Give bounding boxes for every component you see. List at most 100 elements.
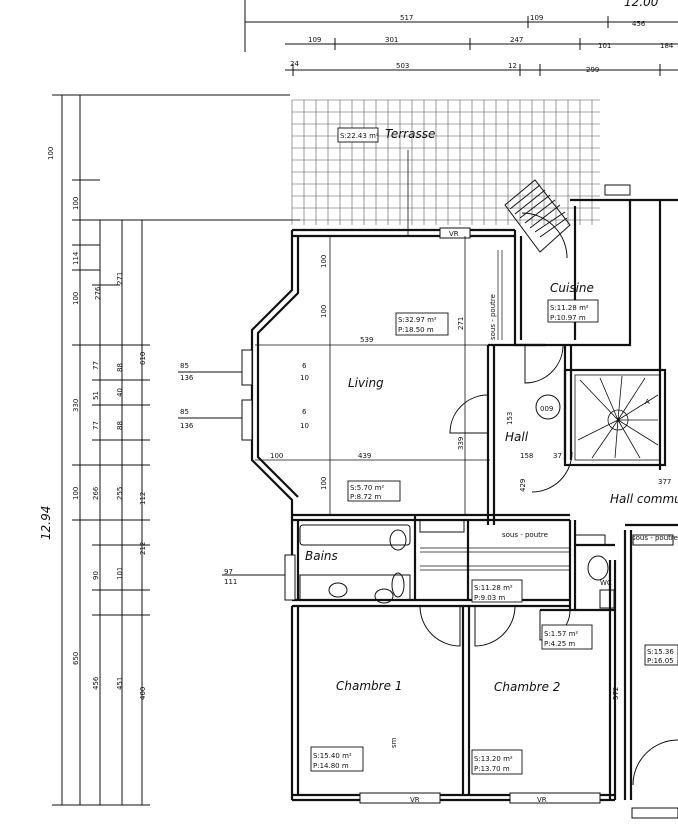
dim-10b: 10 — [300, 422, 309, 430]
dim-6b: 6 — [302, 408, 307, 416]
room-name-living: Living — [348, 376, 384, 390]
perimeter-bains: P:9.03 m — [474, 594, 505, 602]
dim-left-100d: 100 — [72, 487, 80, 500]
dim-left-112: 112 — [139, 492, 147, 505]
dim-111: 111 — [224, 578, 237, 586]
stair-letter: A — [645, 398, 650, 406]
perimeter-wc: P:4.25 m — [544, 640, 575, 648]
dim-left-456: 456 — [92, 676, 100, 690]
perimeter-living: P:18.50 m — [398, 326, 434, 334]
room-name-terrasse: Terrasse — [385, 127, 435, 141]
dim-left-255: 255 — [116, 487, 124, 500]
dim-429: 429 — [519, 479, 527, 492]
vr-label-3: VR — [537, 796, 547, 804]
dim-left-90: 90 — [92, 571, 100, 580]
dim-left-212: 212 — [139, 542, 147, 555]
top-dimensions — [244, 0, 678, 76]
perimeter-hall: P:8.72 m — [350, 493, 381, 501]
windows — [241, 184, 678, 819]
stair-tag-circle — [535, 394, 561, 420]
room-name-bains: Bains — [305, 549, 338, 563]
dim-100-d: 100 — [320, 477, 328, 490]
dim-97: 97 — [224, 568, 233, 576]
room-name-hall-commun: Hall commun — [610, 492, 678, 506]
sm-mark: sm — [390, 737, 398, 748]
dim-left-100b: 100 — [72, 197, 80, 210]
dim-top-184: 184 — [660, 42, 674, 50]
dim-top-24: 24 — [290, 60, 299, 68]
fixtures — [299, 519, 674, 609]
dim-153: 153 — [506, 412, 514, 425]
perimeter-chambre2: P:13.70 m — [474, 765, 510, 773]
dim-100-c: 100 — [320, 305, 328, 318]
dim-85a: 85 — [180, 362, 189, 370]
dim-left-100a: 100 — [47, 147, 55, 160]
dim-left-400: 400 — [139, 687, 147, 700]
overall-width: 12.00 — [624, 0, 659, 9]
area-hall: S:5.70 m² — [350, 484, 384, 492]
dim-10a: 10 — [300, 374, 309, 382]
left-dimensions — [52, 94, 300, 806]
dim-271: 271 — [457, 317, 465, 330]
dim-158: 158 — [520, 452, 533, 460]
dim-top-299: 299 — [586, 66, 599, 74]
dim-left-266: 266 — [92, 486, 100, 500]
window-callouts — [178, 371, 290, 576]
dim-left-114: 114 — [72, 251, 80, 265]
dim-left-101: 101 — [116, 567, 124, 580]
dim-top-109: 109 — [530, 14, 543, 22]
room-name-cuisine: Cuisine — [550, 281, 594, 295]
dim-left-100c: 100 — [72, 292, 80, 305]
dim-top-503: 503 — [396, 62, 409, 70]
dim-left-77b: 77 — [92, 421, 100, 430]
dim-439: 439 — [358, 452, 371, 460]
dim-top-247: 247 — [510, 36, 523, 44]
area-living: S:32.97 m² — [398, 316, 437, 324]
area-neighbor: S:15.36 — [647, 648, 674, 656]
dim-left-330: 330 — [72, 399, 80, 412]
vr-label-1: VR — [449, 230, 459, 238]
dim-572: 572 — [612, 687, 620, 700]
terrace-grid: /* placeholder */ — [291, 99, 600, 225]
dim-top-101: 101 — [598, 42, 611, 50]
vr-label-2: VR — [410, 796, 420, 804]
dim-100-b: 100 — [320, 255, 328, 268]
dim-100-a: 100 — [270, 452, 283, 460]
area-boxes — [310, 127, 678, 775]
dim-85b: 85 — [180, 408, 189, 416]
dim-top-12: 12 — [508, 62, 517, 70]
room-name-chambre1: Chambre 1 — [336, 679, 402, 693]
doors — [419, 212, 678, 786]
dim-339: 339 — [457, 437, 465, 450]
dim-136a: 136 — [180, 374, 194, 382]
area-wc: S:1.57 m² — [544, 630, 578, 638]
sous-poutre-kitchen: sous - poutre — [489, 294, 497, 340]
sous-poutre-commun: sous - poutre — [632, 534, 678, 542]
area-bains: S:11.28 m² — [474, 584, 513, 592]
dim-left-451: 451 — [116, 677, 124, 690]
dim-left-88a: 88 — [116, 363, 124, 372]
area-terrasse: S:22.43 m² — [340, 132, 379, 140]
spiral-stair — [574, 374, 661, 461]
area-chambre1: S:15.40 m² — [313, 752, 352, 760]
dim-left-51: 51 — [92, 391, 100, 400]
dim-37: 37 — [553, 452, 562, 460]
beam-hatch — [420, 250, 570, 571]
perimeter-chambre1: P:14.80 m — [313, 762, 349, 770]
dim-top-301: 301 — [385, 36, 398, 44]
dim-top-456: 456 — [632, 20, 646, 28]
dim-539: 539 — [360, 336, 373, 344]
perimeter-cuisine: P:10.97 m — [550, 314, 586, 322]
dim-top-109b: 109 — [308, 36, 321, 44]
dim-136b: 136 — [180, 422, 194, 430]
room-name-chambre2: Chambre 2 — [494, 680, 560, 694]
dim-6a: 6 — [302, 362, 307, 370]
dim-left-650: 650 — [72, 652, 80, 665]
room-name-hall: Hall — [505, 430, 529, 444]
room-name-wc: WC — [600, 579, 612, 587]
dim-left-610: 610 — [139, 352, 147, 365]
dim-left-77a: 77 — [92, 361, 100, 370]
stair-tag: 009 — [540, 405, 553, 413]
sous-poutre-hall: sous - poutre — [502, 531, 548, 539]
